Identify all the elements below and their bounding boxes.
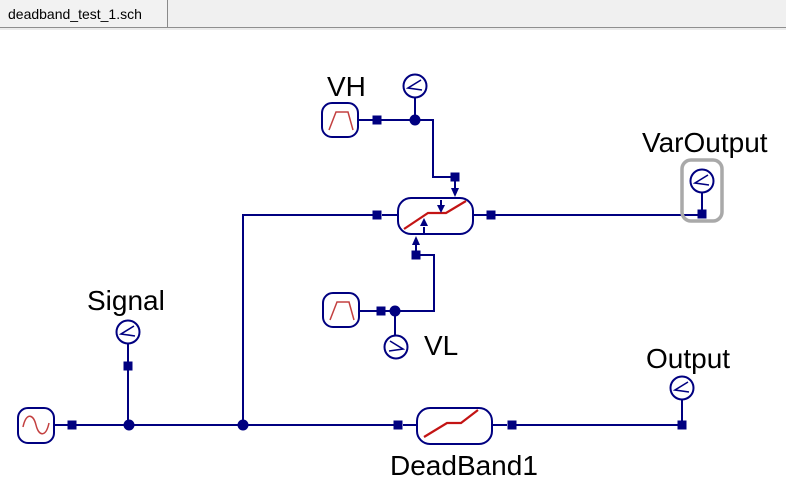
voltmeter-probe-icon — [692, 174, 710, 186]
tab-deadband-test-1[interactable]: deadband_test_1.sch — [0, 0, 168, 27]
junction-dot — [237, 419, 249, 431]
junction-dot — [389, 305, 401, 317]
document-tab-bar: deadband_test_1.sch — [0, 0, 786, 28]
voltmeter-probe-icon — [672, 381, 690, 393]
voltmeter-probe-icon — [388, 340, 406, 352]
label-vl[interactable]: VL — [424, 330, 458, 361]
variable-deadband-component[interactable] — [382, 181, 487, 251]
sine-wave-icon — [22, 415, 50, 435]
pin-square — [507, 420, 517, 430]
pin-square — [376, 306, 386, 316]
vl-probe[interactable] — [383, 334, 409, 360]
vh-source-component[interactable] — [321, 102, 373, 138]
schematic-canvas[interactable]: VH VarOutput Signal VL Output DeadBand1 — [0, 30, 786, 501]
label-deadband1[interactable]: DeadBand1 — [390, 450, 538, 481]
junction-dot — [409, 114, 421, 126]
signal-probe[interactable] — [115, 319, 141, 345]
label-signal[interactable]: Signal — [87, 285, 165, 316]
pin-square — [697, 209, 707, 219]
pin-square — [411, 250, 421, 260]
vl-source-component[interactable] — [322, 292, 377, 328]
vh-probe[interactable] — [402, 73, 428, 99]
pin-square — [123, 361, 133, 371]
pin-square — [372, 210, 382, 220]
label-vh[interactable]: VH — [327, 71, 366, 102]
pin-square — [67, 420, 77, 430]
deadband-internal-arrows — [420, 200, 445, 233]
pin-square — [450, 172, 460, 182]
voltmeter-probe-icon — [118, 325, 136, 337]
wire-riser-to-deadband-left[interactable] — [242, 214, 377, 425]
pin-square — [393, 420, 403, 430]
trapezoid-waveform-icon — [329, 301, 355, 321]
wires[interactable] — [72, 98, 703, 426]
trapezoid-waveform-icon — [328, 111, 354, 131]
output-probe[interactable] — [669, 375, 695, 401]
deadband-curve-icon — [423, 409, 479, 438]
varoutput-probe[interactable] — [680, 158, 724, 223]
wire-junctions — [123, 114, 421, 431]
deadband-bottom-pin-arrow — [412, 236, 420, 251]
wire-vl-to-deadband-bottom[interactable] — [381, 254, 435, 312]
label-varoutput[interactable]: VarOutput — [642, 127, 768, 158]
wire-vh-to-deadband-top[interactable] — [381, 119, 455, 178]
voltmeter-probe-icon — [405, 79, 423, 91]
pin-square — [372, 115, 382, 125]
deadband-top-pin-arrow — [451, 181, 459, 197]
selection-outline — [680, 158, 724, 223]
tab-title: deadband_test_1.sch — [8, 5, 142, 22]
sine-source-component[interactable] — [17, 407, 68, 444]
pin-squares — [67, 115, 707, 430]
label-output[interactable]: Output — [646, 343, 730, 374]
pin-square — [486, 210, 496, 220]
deadband1-component[interactable] — [403, 407, 507, 445]
pin-square — [677, 420, 687, 430]
deadband-curve-icon — [403, 200, 467, 230]
junction-dot — [123, 419, 135, 431]
